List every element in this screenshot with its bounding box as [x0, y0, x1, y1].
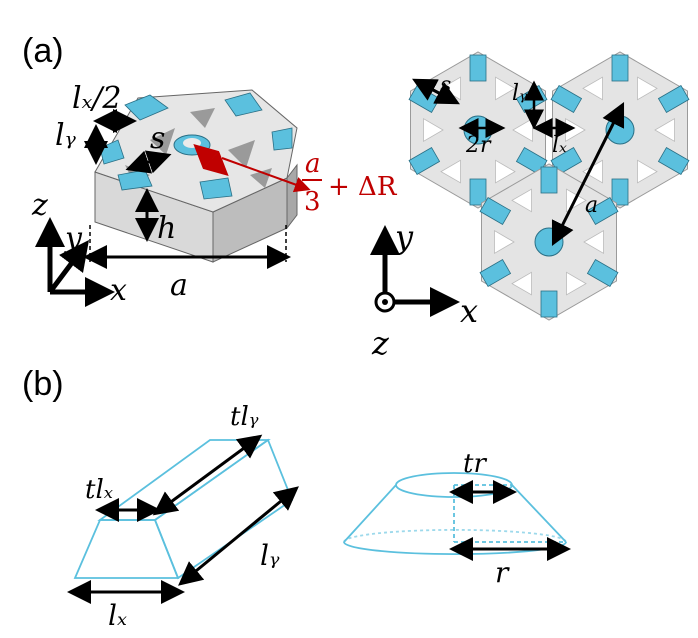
frac-den: 3: [304, 187, 321, 217]
cone-dimensions: [449, 480, 571, 561]
lattice-label-2r: 2r: [465, 133, 492, 158]
frac-num: a: [305, 149, 321, 179]
frac-rest: + ΔR: [328, 172, 398, 202]
prism-label-lx: lₓ: [108, 599, 127, 632]
cone-label-r: r: [495, 556, 510, 589]
lattice-block: [586, 259, 619, 287]
prism-label-ly: lᵧ: [260, 539, 280, 572]
lattice-cutout: [582, 76, 603, 101]
lattice-block: [611, 54, 629, 82]
label-a: a: [170, 268, 188, 303]
lattice-cutout: [637, 159, 658, 184]
lattice-block: [611, 178, 629, 206]
lattice-block: [469, 54, 487, 82]
lattice-cutout: [423, 118, 444, 142]
lattice-label-s: s: [440, 73, 451, 98]
delta-r-expression: a 3 + ΔR: [302, 149, 398, 217]
lattice-block: [479, 259, 512, 287]
axis-x-label: x: [110, 273, 127, 308]
lattice-label-lx: lₓ: [552, 133, 567, 158]
label-h: h: [157, 211, 176, 246]
axis-z-label: z: [31, 188, 48, 223]
label-s: s: [150, 121, 165, 156]
lattice-label-ly: lᵧ: [512, 81, 528, 106]
lattice-cutout: [440, 159, 461, 184]
axes-3d-left: [35, 217, 115, 307]
lattice-block: [657, 85, 690, 113]
lattice-cutout: [637, 76, 658, 101]
truncated-cone: [343, 472, 567, 556]
hexagon-3d-model: [94, 89, 298, 263]
lattice-block: [479, 197, 512, 225]
lattice-block: [540, 290, 558, 318]
axes-2d: [370, 225, 460, 317]
lattice-block: [408, 147, 441, 175]
lattice-cutout: [566, 271, 587, 296]
axis2d-x-label: x: [460, 292, 478, 330]
label-ly: lᵧ: [55, 118, 77, 153]
prism-label-tlx: tlₓ: [85, 475, 113, 505]
panel-a-label: (a): [22, 32, 64, 70]
lattice-label-a: a: [585, 193, 598, 218]
lattice-block: [540, 166, 558, 194]
cone-label-tr: tr: [463, 449, 487, 479]
lattice-block: [657, 147, 690, 175]
axis-y-label: y: [63, 221, 83, 256]
lattice-cutout: [511, 271, 532, 296]
panel-b-label: (b): [22, 365, 64, 403]
lattice-cutout: [511, 188, 532, 213]
lattice-block: [469, 178, 487, 206]
axis2d-y-label: y: [393, 218, 414, 256]
lattice-cutout: [654, 118, 675, 142]
prism-dimensions: [67, 434, 299, 604]
lattice-cutout: [495, 159, 516, 184]
axis2d-z-label: z: [371, 324, 390, 362]
lattice-cutout: [495, 76, 516, 101]
lattice-cutout: [494, 230, 515, 254]
prism-label-tly: tlᵧ: [230, 402, 259, 432]
hexagon-dimensions: [83, 109, 311, 269]
label-lx-half: lₓ/2: [72, 81, 121, 116]
lattice-dimensions: [412, 78, 625, 247]
